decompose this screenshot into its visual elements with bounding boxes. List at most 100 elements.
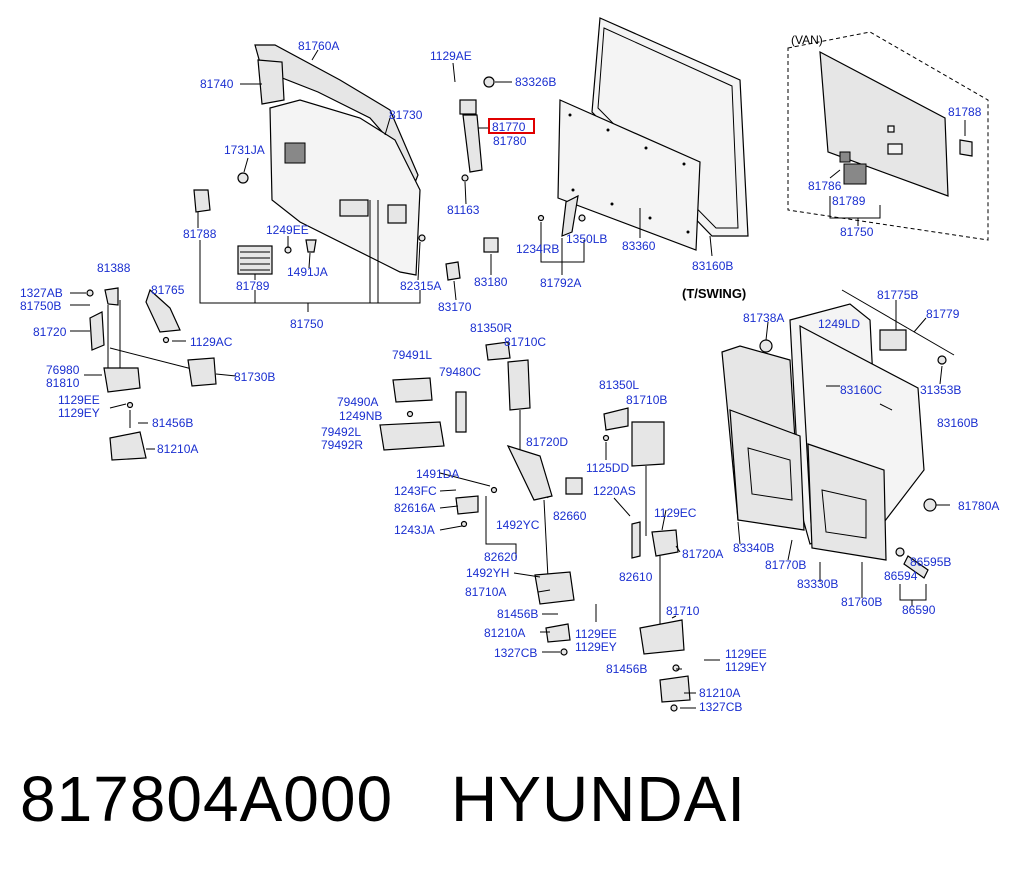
label-81775B: 81775B [877, 288, 918, 302]
label-81350L: 81350L [599, 378, 639, 392]
van-grille-81789 [843, 163, 867, 185]
lifter-group [445, 62, 535, 301]
label-81710: 81710 [666, 604, 700, 618]
label-1350LB: 1350LB [566, 232, 607, 246]
label-1129EE-b: 1129EE [575, 627, 617, 641]
label-81388: 81388 [97, 261, 131, 275]
label-1249NB: 1249NB [339, 409, 382, 423]
label-83160B-b: 83160B [937, 416, 978, 430]
label-83170: 83170 [438, 300, 472, 314]
label-1129AE: 1129AE [430, 49, 472, 63]
stopper-79492 [379, 421, 445, 451]
label-81770B: 81770B [765, 558, 806, 572]
van-panel-hole [887, 143, 903, 155]
label-1492YH: 1492YH [466, 566, 509, 580]
label-81720A: 81720A [682, 547, 723, 561]
label-1491JA: 1491JA [287, 265, 328, 279]
label-83360: 83360 [622, 239, 656, 253]
label-81789-a: 81789 [236, 279, 270, 293]
handle-81765 [145, 288, 181, 333]
actuator-81710C [507, 359, 531, 411]
label-82620: 82620 [484, 550, 518, 564]
label-1129AC: 1129AC [190, 335, 233, 349]
label-81163: 81163 [447, 203, 480, 217]
label-1731JA: 1731JA [224, 143, 265, 157]
clip-82315A [418, 234, 426, 242]
hinge-81792A [561, 194, 579, 237]
van-part-81786 [839, 151, 851, 163]
label-1129EE-a: 1129EE [58, 393, 100, 407]
label-82660: 82660 [553, 509, 587, 523]
bolt-81163 [461, 174, 469, 182]
latch-81710A [534, 571, 575, 605]
label-31353B: 31353B [920, 383, 961, 397]
stopper-81780A [923, 498, 937, 512]
striker-81210A-right [659, 675, 691, 703]
handle-82660 [565, 477, 583, 495]
bracket-83170 [445, 261, 461, 281]
label-81720: 81720 [33, 325, 67, 339]
label-81789-b: 81789 [832, 194, 866, 208]
label-81810: 81810 [46, 376, 80, 390]
bolt-1234RB [537, 214, 545, 222]
section-label-van: (VAN) [791, 33, 823, 47]
label-82616A: 82616A [394, 501, 435, 515]
center-mechanism-group [379, 341, 597, 656]
left-mechanism-group [70, 287, 237, 461]
bracket-81350R [485, 341, 511, 361]
trim-panel-hole [284, 142, 306, 164]
label-81456B-a: 81456B [152, 416, 193, 430]
label-81779: 81779 [926, 307, 960, 321]
lifter-bracket [459, 99, 477, 115]
label-79490A: 79490A [337, 395, 378, 409]
label-83326B: 83326B [515, 75, 556, 89]
label-1327CB-b: 1327CB [699, 700, 742, 714]
van-cover-81788 [959, 139, 973, 157]
striker-81210A-center [545, 623, 571, 643]
label-82610: 82610 [619, 570, 653, 584]
label-81710C: 81710C [504, 335, 546, 349]
van-panel [819, 50, 949, 197]
glass-group [537, 17, 749, 275]
label-81765: 81765 [151, 283, 185, 297]
clip-1491JA [305, 239, 317, 253]
label-79491L: 79491L [392, 348, 432, 362]
bracket-81350L [603, 407, 629, 431]
label-81730B: 81730B [234, 370, 275, 384]
label-1243JA: 1243JA [394, 523, 435, 537]
label-83340B: 83340B [733, 541, 774, 555]
trim-piece-81740 [257, 59, 285, 105]
label-79492L: 79492L [321, 425, 361, 439]
label-1129EE-c: 1129EE [725, 647, 767, 661]
door-panel-83330B [729, 409, 805, 531]
trim-panel-81730 [269, 99, 421, 276]
weatherstrip-83160B [591, 17, 749, 237]
trim-panel-group [193, 44, 426, 312]
label-81710A: 81710A [465, 585, 506, 599]
label-1129EY-c: 1129EY [725, 660, 767, 674]
label-81350R: 81350R [470, 321, 512, 335]
label-1327AB: 1327AB [20, 286, 63, 300]
label-83160C: 83160C [840, 383, 882, 397]
part-86595B [903, 555, 929, 579]
part-86594 [895, 547, 905, 557]
rod-82610 [631, 521, 641, 559]
label-76980: 76980 [46, 363, 80, 377]
label-83180: 83180 [474, 275, 508, 289]
label-81738A: 81738A [743, 311, 784, 325]
label-1249EE: 1249EE [266, 223, 309, 237]
label-81750-a: 81750 [290, 317, 324, 331]
label-81786: 81786 [808, 179, 842, 193]
right-center-mechanism-group [602, 407, 720, 712]
section-label-tswing: (T/SWING) [682, 286, 746, 301]
trim-panel-pocket [339, 199, 369, 217]
label-82315A: 82315A [400, 279, 441, 293]
labels: 81760A 81740 81730 1731JA 81788 1249EE 1… [20, 33, 999, 714]
label-81792A: 81792A [540, 276, 581, 290]
label-1491DA: 1491DA [416, 467, 459, 481]
label-1220AS: 1220AS [593, 484, 636, 498]
label-81780: 81780 [493, 134, 527, 148]
label-86595B: 86595B [910, 555, 951, 569]
bumper-83180 [483, 237, 499, 253]
